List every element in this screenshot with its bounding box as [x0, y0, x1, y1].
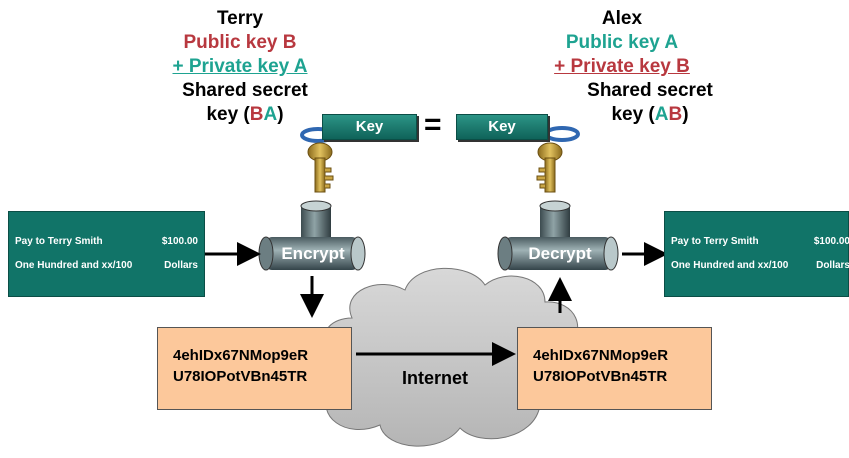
decrypt-label: Decrypt	[528, 244, 592, 263]
decrypt-tube-icon	[497, 200, 619, 271]
internet-label: Internet	[402, 368, 469, 388]
equals-sign: =	[424, 108, 442, 141]
left-party-name: Terry	[216, 8, 264, 29]
cheque-currency: Dollars	[164, 260, 198, 271]
right-shared-line1: Shared secret	[587, 80, 713, 101]
right-party-name: Alex	[601, 8, 643, 29]
flow-arrows	[204, 242, 668, 366]
left-party: Terry Public key B + Private key A	[140, 7, 340, 79]
left-shared-prefix: key (	[206, 104, 250, 125]
cheque-words: One Hundred and xx/100	[671, 260, 789, 271]
left-shared-line2: key (BA)	[145, 103, 345, 127]
ciphertext-box-right: 4ehIDx67NMop9eR U78IOPotVBn45TR	[517, 327, 712, 410]
cheque-amount: $100.00	[161, 236, 198, 247]
left-shared-b: B	[249, 104, 264, 125]
encrypt-label: Encrypt	[281, 244, 345, 263]
ciphertext-line1: 4ehIDx67NMop9eR	[173, 347, 309, 364]
cheque-payee: Pay to Terry Smith	[671, 236, 759, 247]
cheque-currency: Dollars	[816, 260, 849, 271]
left-private-key: + Private key A	[172, 56, 308, 77]
ciphertext-line2: U78IOPotVBn45TR	[173, 368, 308, 385]
left-shared-a: A	[263, 104, 278, 125]
right-shared-line2: key (AB)	[550, 103, 750, 127]
left-public-key: Public key B	[183, 32, 297, 53]
cheque-amount: $100.00	[813, 236, 849, 247]
ciphertext-line2: U78IOPotVBn45TR	[533, 368, 668, 385]
cheque-words: One Hundred and xx/100	[15, 260, 133, 271]
right-public-key: Public key A	[565, 32, 679, 53]
left-shared-line1: Shared secret	[182, 80, 308, 101]
right-key-label-bar: Key	[456, 114, 548, 140]
right-private-key: + Private key B	[554, 56, 690, 77]
right-shared-prefix: key (	[611, 104, 655, 125]
plaintext-cheque-right: Pay to Terry Smith $100.00 One Hundred a…	[664, 211, 849, 297]
right-shared-secret: Shared secret key (AB)	[550, 79, 750, 127]
ciphertext-box-left: 4ehIDx67NMop9eR U78IOPotVBn45TR	[157, 327, 352, 410]
right-shared-a: A	[654, 104, 669, 125]
left-shared-suffix: )	[277, 104, 284, 125]
left-key-label-bar: Key	[322, 114, 417, 140]
plaintext-cheque-left: Pay to Terry Smith $100.00 One Hundred a…	[8, 211, 205, 297]
ciphertext-line1: 4ehIDx67NMop9eR	[533, 347, 669, 364]
left-shared-secret: Shared secret key (BA)	[145, 79, 345, 127]
cheque-payee: Pay to Terry Smith	[15, 236, 103, 247]
encrypt-tube-icon	[258, 200, 366, 271]
right-shared-b: B	[668, 104, 683, 125]
right-party: Alex Public key A + Private key B	[522, 7, 722, 79]
right-shared-suffix: )	[682, 104, 689, 125]
